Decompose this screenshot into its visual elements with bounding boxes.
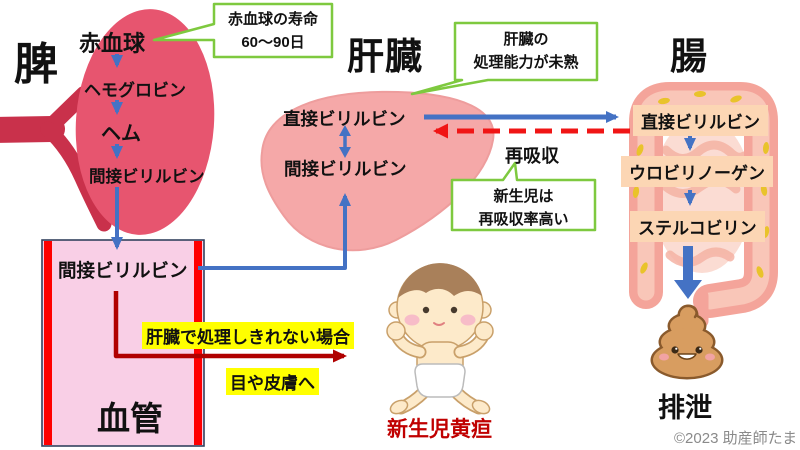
- baby-hair: [398, 263, 482, 298]
- poop-illustration: [650, 304, 724, 380]
- spleen-vessel-upper-branch: [40, 86, 92, 137]
- intestine-title: 腸: [670, 36, 708, 77]
- callout-rbc-line2: 60〜90日: [241, 33, 305, 51]
- baby-illustration: [386, 263, 494, 415]
- baby-diaper: [414, 363, 466, 398]
- liver-node-direct-bilirubin: 直接ビリルビン: [283, 109, 406, 129]
- poop-smile: [677, 353, 697, 360]
- callout-reabsorption-shape: [450, 161, 597, 232]
- destination-label: 目や皮膚へ: [226, 368, 319, 395]
- callout-liver-capacity-shape: [410, 21, 599, 96]
- vessel-node-indirect-bilirubin: 間接ビリルビン: [58, 260, 188, 281]
- vessel-label: 血管: [97, 400, 163, 437]
- intestine-fat-dots: [632, 90, 770, 278]
- callout-reabsorption: 新生児は 再吸収率高い: [452, 186, 595, 231]
- intestine-node-stercobilin: ステルコビリン: [630, 211, 765, 242]
- vessel-wall-left: [44, 241, 52, 445]
- liver-title: 肝臓: [347, 36, 423, 77]
- arrow-overflow-to-skin: [113, 291, 347, 363]
- intestine-node-direct-bilirubin: 直接ビリルビン: [633, 105, 768, 136]
- intestine-node-urobilinogen: ウロビリノーゲン: [621, 156, 773, 187]
- reabsorption-label: 再吸収: [505, 146, 559, 166]
- callout-liver-line1: 肝臓の: [503, 31, 549, 48]
- spleen-illustration: [0, 9, 215, 235]
- callout-rbc-line1: 赤血球の寿命: [227, 11, 318, 28]
- spleen-node-rbc: 赤血球: [79, 31, 146, 56]
- spleen-title: 脾: [14, 40, 59, 89]
- copyright-text: ©2023 助産師たま: [674, 430, 798, 447]
- overflow-case-label: 肝臓で処理しきれない場合: [142, 322, 354, 349]
- excretion-label: 排泄: [658, 393, 712, 423]
- jaundice-caption: 新生児黄疸: [387, 418, 492, 441]
- spleen-vessel-lower-branch: [40, 121, 112, 232]
- spleen-node-heme: ヘム: [101, 123, 141, 145]
- arrow-vessel-to-liver: [198, 193, 351, 270]
- intestine-center: [652, 117, 752, 273]
- flow-arrows: [111, 54, 702, 363]
- callout-rbc-lifespan: 赤血球の寿命 60〜90日: [214, 9, 332, 54]
- callout-reabsorption-line2: 再吸収率高い: [478, 210, 569, 228]
- spleen-body: [75, 9, 215, 235]
- callout-liver-line2: 処理能力が未熟: [473, 53, 579, 71]
- spleen-node-indirect-bilirubin: 間接ビリルビン: [89, 168, 205, 186]
- spleen-node-hemoglobin: ヘモグロビン: [84, 81, 186, 100]
- callout-reabsorption-line1: 新生児は: [493, 188, 554, 205]
- callout-rbc-lifespan-shape: [152, 2, 334, 59]
- callout-liver-capacity: 肝臓の 処理能力が未熟: [455, 29, 597, 74]
- liver-node-indirect-bilirubin: 間接ビリルビン: [284, 159, 407, 179]
